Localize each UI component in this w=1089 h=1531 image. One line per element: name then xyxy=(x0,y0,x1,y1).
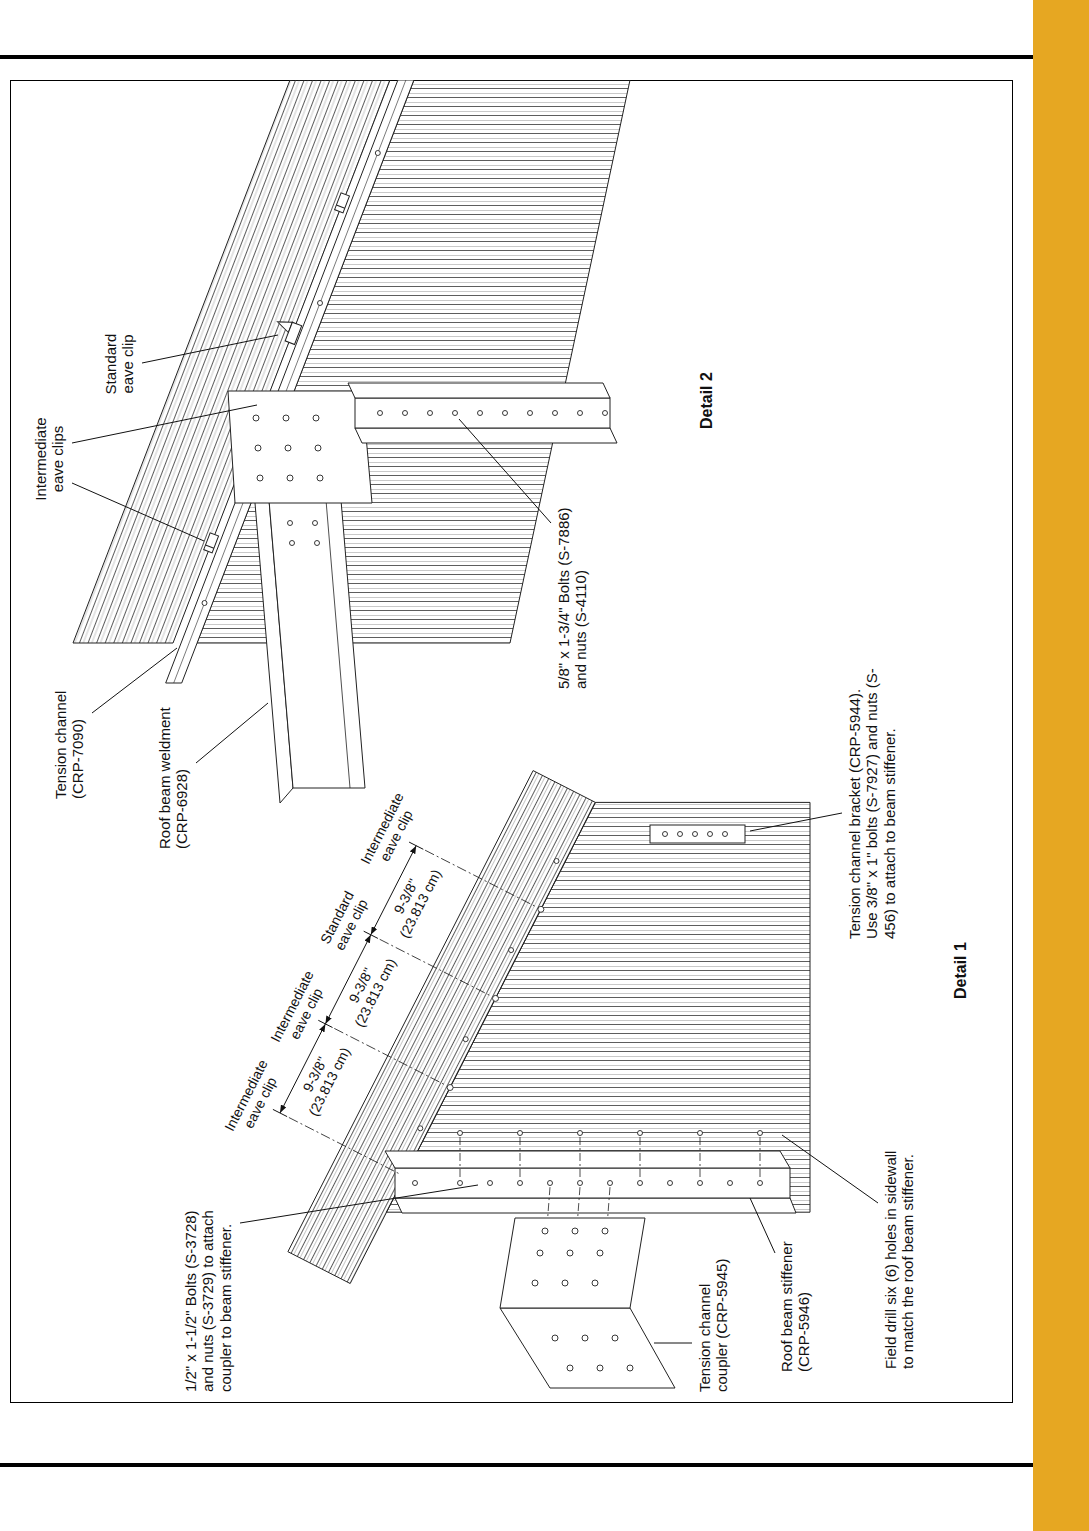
sheet-holes xyxy=(402,859,763,1180)
detail-title: Detail 1 xyxy=(952,941,970,1000)
figure-border xyxy=(11,81,1013,1403)
stiffener-holes xyxy=(413,1181,763,1186)
extension-lines xyxy=(289,850,536,1174)
header-rule xyxy=(0,55,1033,59)
coupler-holes xyxy=(532,1228,633,1371)
part-label: Intermediate eave clips xyxy=(32,403,67,515)
roof-beam-stiffener xyxy=(355,398,610,428)
beam-end-plate xyxy=(228,391,372,503)
tension-channel-bracket xyxy=(650,825,745,843)
stiffener-flange xyxy=(355,428,617,443)
part-label: 5/8" x 1-3/4" Bolts (S-7886) and nuts (S… xyxy=(555,488,590,690)
note-label: Field drill six (6) holes in sidewall to… xyxy=(882,1138,917,1370)
plate-holes xyxy=(253,415,323,481)
stiffener-holes xyxy=(378,411,608,416)
stiffener-flange xyxy=(385,1151,790,1168)
note-label: 1/2" x 1-1/2" Bolts (S-3728) and nuts (S… xyxy=(182,1191,234,1393)
dimension-label: 9-3/8" (23.813 cm) xyxy=(334,944,402,1035)
dimension-label: 9-3/8" (23.813 cm) xyxy=(379,855,447,946)
tension-channel-coupler xyxy=(500,1218,645,1308)
side-tab xyxy=(1033,0,1089,1531)
tension-channel-coupler xyxy=(500,1308,675,1388)
note-label: Tension channel bracket (CRP-5944). Use … xyxy=(846,658,898,940)
part-label: Tension channel (CRP-7090) xyxy=(52,673,87,800)
footer-rule xyxy=(0,1463,1033,1467)
stiffener-flange xyxy=(348,383,610,398)
part-label: Tension channel coupler (CRP-5945) xyxy=(696,1251,731,1393)
part-label: Roof beam stiffener (CRP-5946) xyxy=(778,1221,813,1373)
roof-beam-stiffener xyxy=(395,1168,790,1198)
alignment-lines xyxy=(460,1137,760,1227)
stiffener-flange xyxy=(395,1198,796,1213)
beam-holes xyxy=(288,521,320,546)
bracket-holes xyxy=(663,832,728,837)
part-label: Roof beam weldment (CRP-6928) xyxy=(156,688,191,850)
part-label: Intermediate eave clip xyxy=(219,1053,288,1146)
dimension-label: 9-3/8" (23.813 cm) xyxy=(289,1033,357,1124)
figure-area: Tension channel (CRP-7090) Roof beam weld… xyxy=(10,80,1013,1403)
part-label: Standard eave clip xyxy=(102,318,137,410)
roof-beam-weldment xyxy=(268,488,365,788)
detail-title: Detail 2 xyxy=(698,371,716,430)
